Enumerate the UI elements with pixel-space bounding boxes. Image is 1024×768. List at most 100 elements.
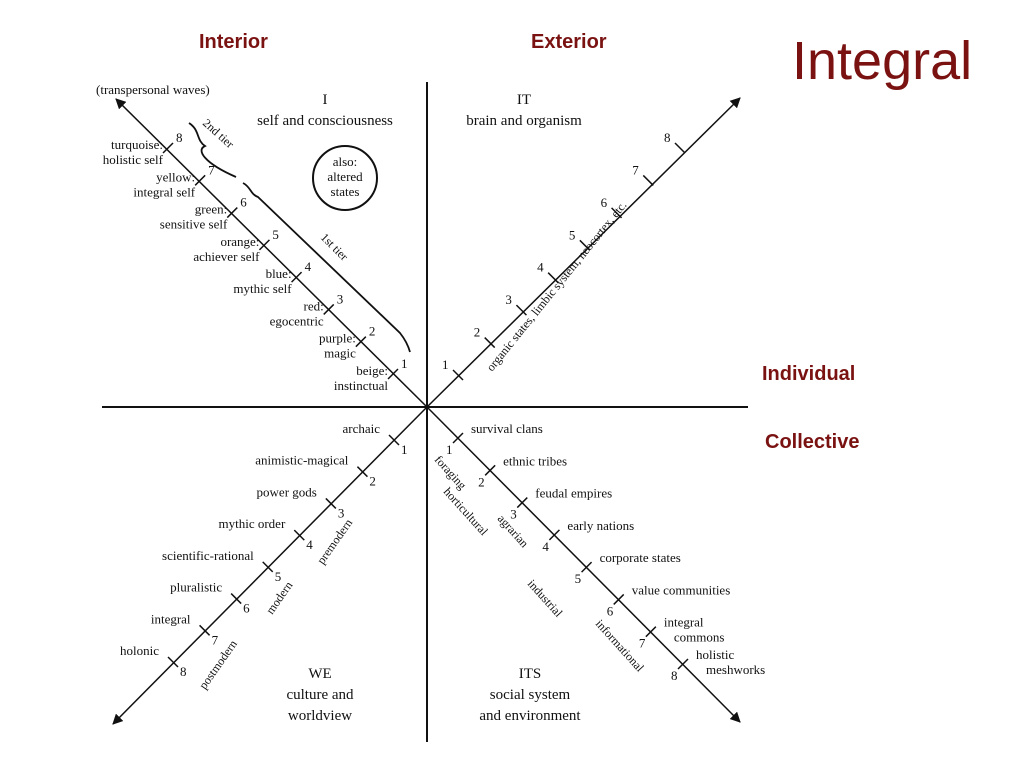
lr-quadrant-name: social system (490, 687, 571, 703)
ul-stage-description: holistic self (103, 152, 164, 167)
ll-stage-tick (262, 561, 274, 573)
ur-diagonal-arrow (426, 97, 741, 408)
ur-stage-number: 2 (474, 325, 481, 340)
ul-stage-number: 6 (240, 195, 247, 210)
ll-quadrant-code: WE (308, 666, 331, 682)
ur-stage-tick (515, 304, 527, 316)
ll-stage-label: holonic (120, 643, 159, 658)
ul-stage-color: turquoise: (111, 137, 163, 152)
ul-stage-color: red: (303, 298, 323, 313)
ll-stage-tick (388, 434, 400, 446)
ll-stage-label: integral (151, 611, 191, 626)
ul-stage-number: 4 (305, 259, 312, 274)
ll-diagonal-arrow (112, 406, 428, 725)
ul-stage-tick (258, 239, 270, 251)
lr-stage-number: 8 (671, 668, 678, 683)
lr-stage-tick (484, 464, 496, 476)
lr-stage-number: 2 (478, 474, 485, 489)
ul-stage-tick (387, 368, 399, 380)
ll-stage-label: scientific-rational (162, 548, 254, 563)
lr-stage-label: survival clans (471, 421, 543, 436)
ur-stage-tick (547, 272, 559, 284)
lr-stage-tick (677, 658, 689, 670)
ur-quadrant-name: brain and organism (466, 113, 582, 129)
ll-stage-tick (199, 624, 211, 636)
ul-quadrant-code: I (323, 92, 328, 108)
ur-stage-number: 5 (569, 227, 576, 242)
ll-stage-number: 2 (369, 474, 376, 489)
ul-diagonal-arrow (115, 98, 428, 408)
exterior-header: Exterior (531, 31, 607, 53)
ll-stage-label: pluralistic (170, 580, 222, 595)
lr-stage-number: 7 (639, 636, 646, 651)
ul-stage-number: 3 (337, 291, 344, 306)
ul-stage-tick (355, 336, 367, 348)
ur-stage-number: 7 (632, 162, 639, 177)
ul-stage-number: 2 (369, 324, 376, 339)
ul-quadrant-name: self and consciousness (257, 113, 393, 129)
ll-stage-label: mythic order (218, 516, 285, 531)
lr-stage-label: integral (664, 615, 704, 630)
lr-quadrant-code: ITS (519, 666, 542, 682)
ll-stage-number: 7 (212, 632, 219, 647)
lr-stage-tick (516, 497, 528, 509)
altered-states-text: states (331, 184, 360, 199)
ll-quadrant-name: culture and (286, 687, 354, 703)
ll-stage-number: 1 (401, 442, 408, 457)
second-tier-bracket (188, 122, 237, 178)
interior-header: Interior (199, 31, 268, 53)
mode-industrial: industrial (525, 577, 566, 621)
ur-stage-tick (642, 174, 654, 186)
ll-quadrant-name-2: worldview (288, 708, 352, 724)
ul-stage-number: 8 (176, 130, 183, 145)
lr-quadrant-name-2: and environment (479, 708, 581, 724)
ul-stage-description: integral self (133, 184, 195, 199)
ll-stage-label: archaic (342, 421, 380, 436)
ul-stage-tick (323, 303, 335, 315)
lr-stage-number: 6 (607, 603, 614, 618)
ur-stage-tick (674, 142, 686, 154)
lr-stage-tick (613, 593, 625, 605)
ll-stage-number: 5 (275, 569, 282, 584)
lr-stage-label: feudal empires (535, 486, 612, 501)
ur-stage-tick (579, 239, 591, 251)
ul-stage-number: 7 (208, 162, 215, 177)
ur-stage-number: 8 (664, 130, 671, 145)
ll-stage-tick (356, 466, 368, 478)
lr-stage-label: holistic (696, 647, 735, 662)
ul-stage-color: beige: (356, 363, 388, 378)
transpersonal-waves-label: (transpersonal waves) (96, 82, 210, 97)
mode-horticultural: horticultural (441, 485, 492, 539)
collective-label: Collective (765, 431, 860, 453)
ll-stage-number: 4 (306, 537, 313, 552)
brain-development-label: organic states, limbic system, neocortex… (483, 198, 629, 374)
ul-stage-number: 1 (401, 356, 408, 371)
ur-stage-number: 6 (601, 195, 608, 210)
lr-stage-number: 4 (542, 539, 549, 554)
ur-quadrant-code: IT (517, 92, 531, 108)
ll-stage-tick (230, 593, 242, 605)
ll-stage-number: 8 (180, 664, 187, 679)
ul-stage-tick (226, 207, 238, 219)
lr-stage-label-2: meshworks (706, 662, 765, 677)
ll-stage-label: power gods (257, 484, 317, 499)
ur-stage-number: 1 (442, 357, 449, 372)
ul-stage-tick (162, 142, 174, 154)
lr-diagonal-arrow (426, 406, 741, 723)
ll-stage-number: 6 (243, 601, 250, 616)
lr-stage-label: ethnic tribes (503, 453, 567, 468)
ll-stage-tick (167, 656, 179, 668)
ul-stage-description: mythic self (233, 281, 292, 296)
ul-stage-color: yellow: (156, 169, 195, 184)
ur-stage-tick (484, 337, 496, 349)
lr-stage-number: 1 (446, 442, 453, 457)
lr-stage-number: 5 (575, 571, 582, 586)
lr-stage-tick (645, 626, 657, 638)
lr-stage-label: corporate states (600, 550, 681, 565)
ur-stage-number: 3 (505, 292, 512, 307)
slide-title: Integral (792, 31, 973, 91)
lr-stage-tick (548, 529, 560, 541)
ul-stage-description: egocentric (270, 313, 324, 328)
ul-stage-description: instinctual (334, 378, 389, 393)
